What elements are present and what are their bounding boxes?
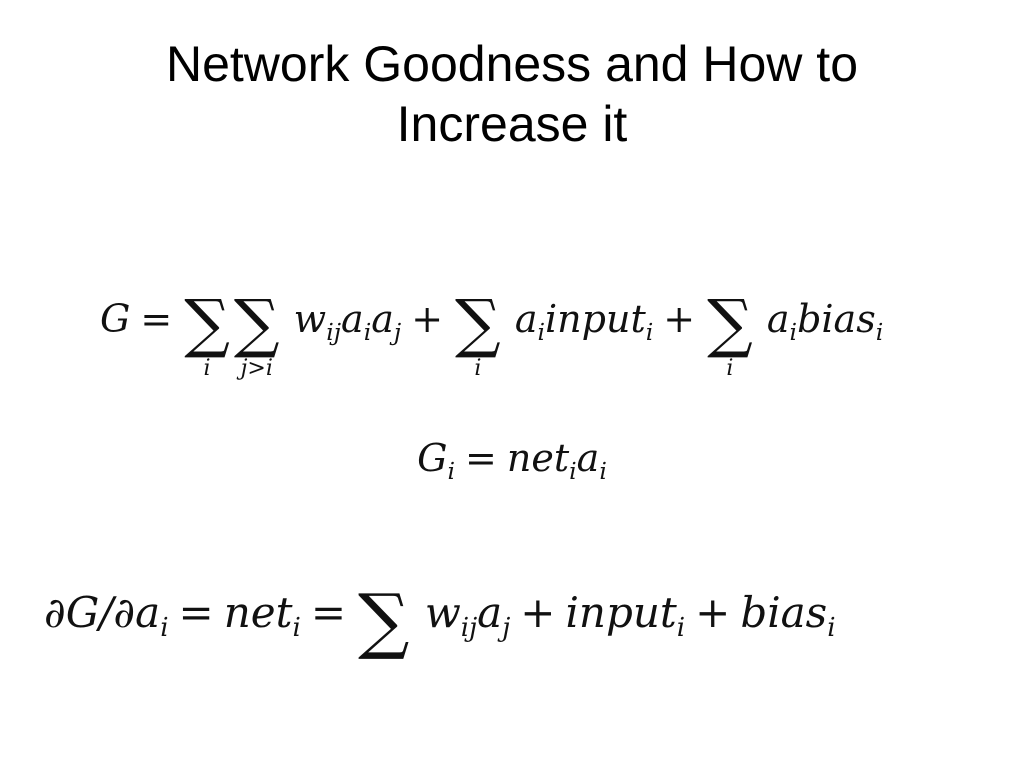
sum-limit: j>i — [240, 356, 273, 381]
slide-title-line-2: Increase it — [396, 96, 628, 152]
sum-over-i: ∑i — [707, 292, 753, 380]
plus-sign: + — [695, 588, 731, 637]
input-term: aiinputi — [514, 296, 654, 346]
weight-term: wijaiaj — [293, 296, 402, 346]
slide-title: Network Goodness and How to Increase it — [0, 34, 1024, 154]
sigma-symbol: ∑ — [707, 287, 753, 361]
sigma-symbol: ∑ — [455, 287, 501, 361]
sum-over-j-greater-i: ∑j>i — [234, 292, 280, 380]
sigma-symbol: ∑ — [233, 287, 280, 361]
partial-derivative-equation: ∂G/∂ai=neti=∑ wijaj+inputi+biasi — [44, 580, 836, 656]
unit-goodness-symbol: Gi — [417, 436, 456, 486]
sum: ∑ — [358, 584, 409, 656]
sum-over-i: ∑i — [455, 292, 501, 380]
partial-derivative: ∂G/∂ai — [44, 588, 169, 644]
slide-title-line-1: Network Goodness and How to — [165, 36, 859, 92]
plus-sign: + — [411, 296, 444, 341]
sum-limit: i — [474, 356, 482, 381]
sum-limit: i — [726, 356, 734, 381]
goodness-symbol: G — [100, 296, 131, 341]
input-term: inputi — [565, 588, 686, 644]
equals-sign: = — [140, 296, 173, 341]
net-input: neti — [223, 588, 301, 644]
weighted-activation-term: wijaj — [424, 588, 511, 644]
plus-sign: + — [520, 588, 556, 637]
equals-sign: = — [178, 588, 214, 637]
goodness-equation: G=∑i∑j>i wijaiaj+∑i aiinputi+∑i aibiasi — [100, 278, 884, 380]
equals-sign: = — [465, 436, 497, 480]
sigma-symbol: ∑ — [184, 287, 230, 361]
bias-term: biasi — [740, 588, 836, 644]
bias-term: aibiasi — [766, 296, 884, 346]
sum-over-i: ∑i — [184, 292, 230, 380]
sigma-symbol: ∑ — [358, 578, 410, 662]
equals-sign: = — [310, 588, 347, 637]
plus-sign: + — [663, 296, 696, 341]
net-times-activation: netiai — [506, 436, 607, 486]
unit-goodness-equation: Gi=netiai — [0, 436, 1024, 486]
sum-limit: i — [203, 356, 211, 381]
